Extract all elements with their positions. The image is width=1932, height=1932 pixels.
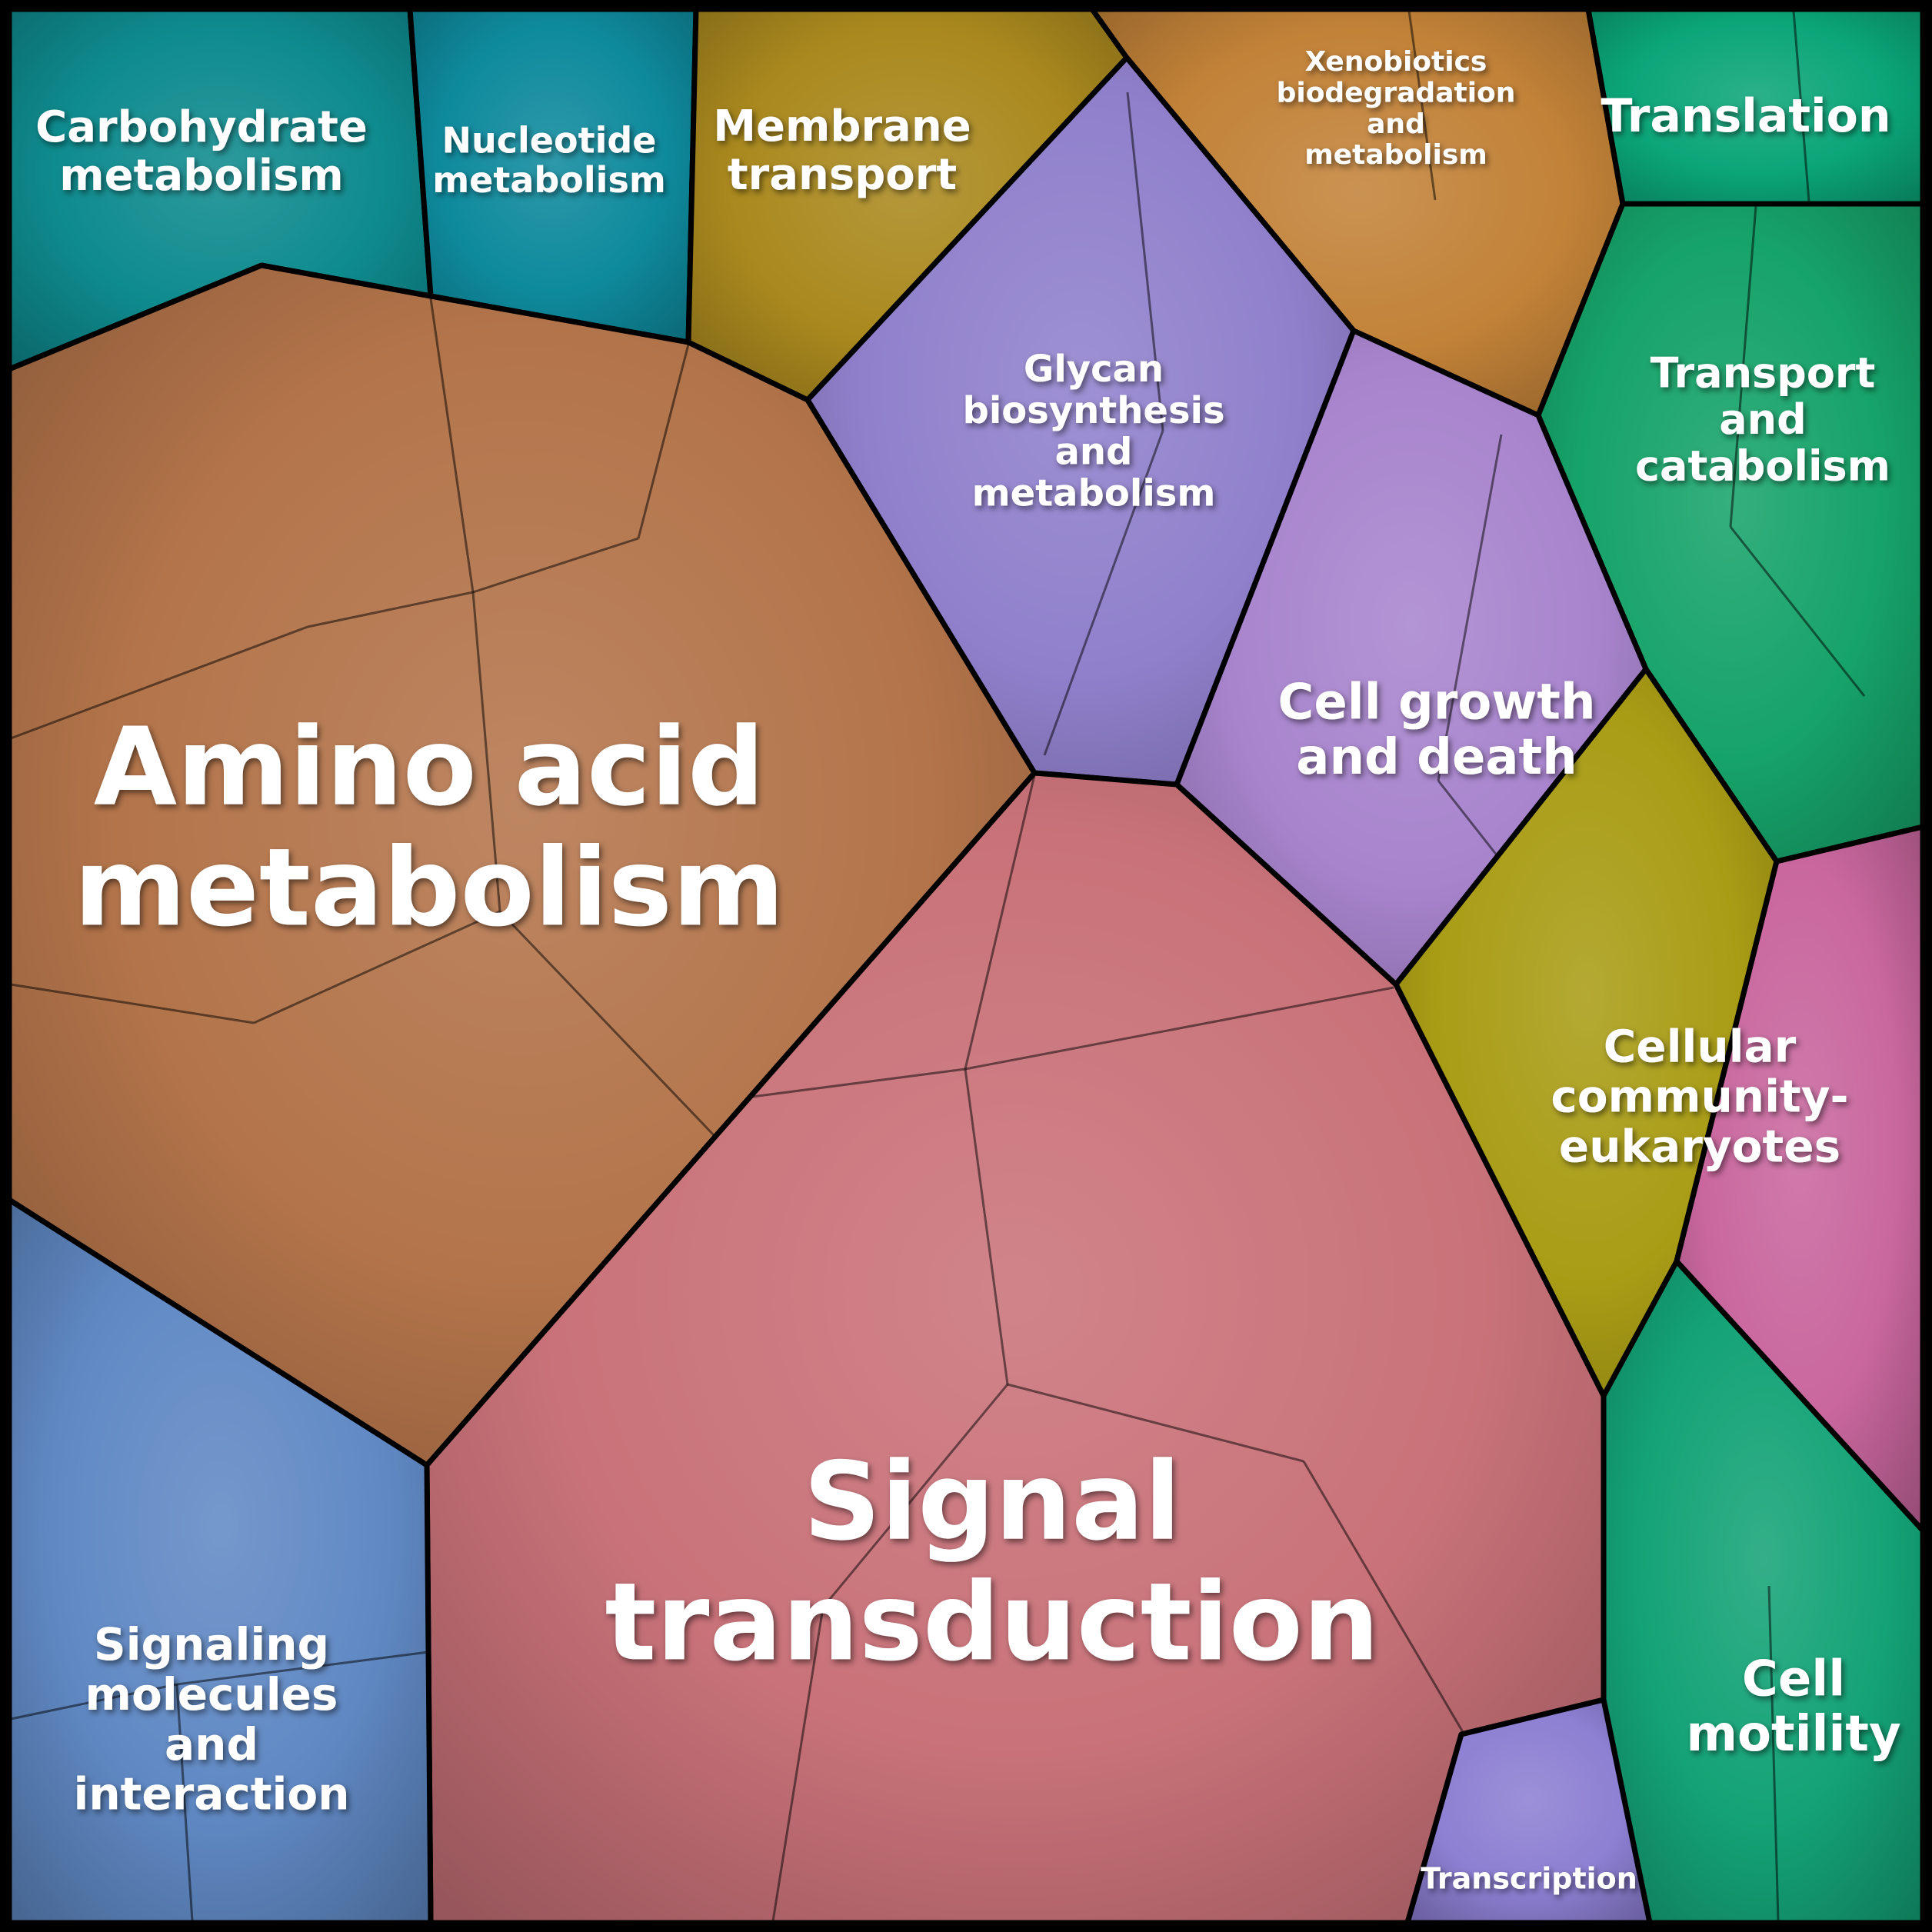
cell-transcription[interactable] xyxy=(1404,1697,1653,1926)
label-translation: Translation xyxy=(1601,89,1890,143)
inner-lines-translation xyxy=(1792,10,1810,202)
cell-signaling-molecules-and-interaction[interactable] xyxy=(6,1197,434,1926)
inner-lines-signaling-molecules-and-interaction xyxy=(10,1651,429,1922)
inner-lines-cell-motility xyxy=(1767,1585,1780,1922)
inner-lines-transport-and-catabolism xyxy=(1729,205,1866,697)
inner-lines-signal-transduction xyxy=(751,774,1464,1922)
inner-lines-glycan-biosynthesis-and-metabolism xyxy=(1043,92,1164,756)
inner-lines-amino-acid-metabolism xyxy=(10,298,717,1138)
inner-lines-xenobiotics-biodegradation-and-metabolism xyxy=(1407,10,1437,201)
cells-layer xyxy=(6,6,1926,1926)
inner-lines-layer xyxy=(10,10,1866,1922)
label-transcription: Transcription xyxy=(1421,1861,1637,1895)
